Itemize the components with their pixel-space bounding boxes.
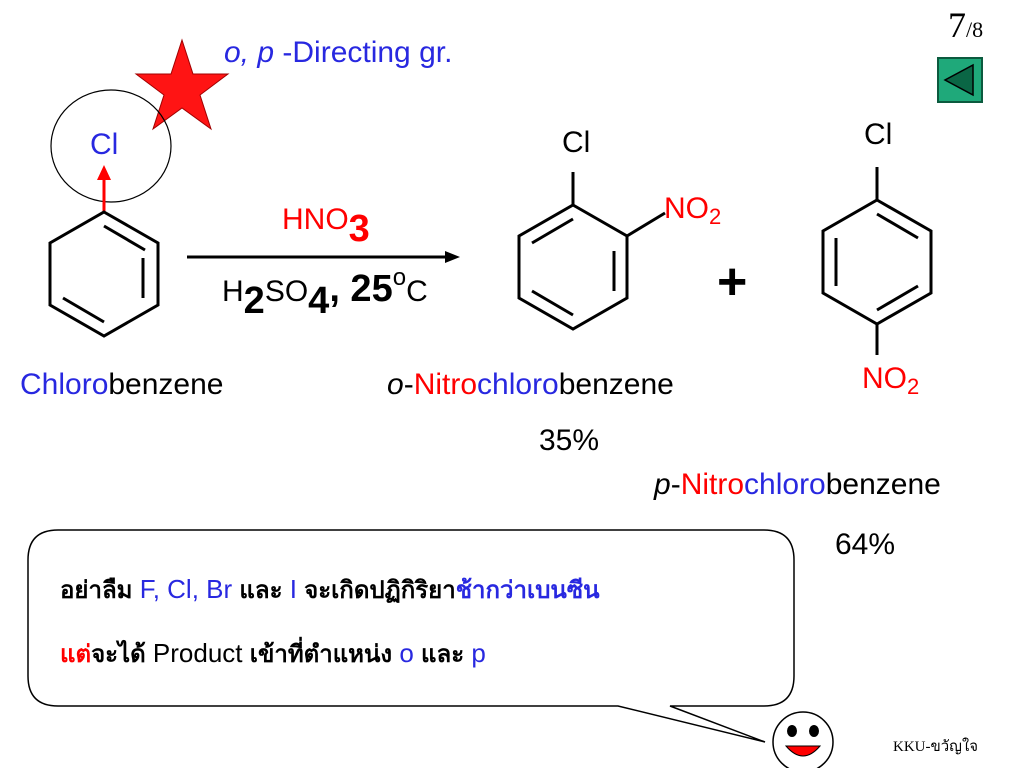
red-star-icon: [134, 38, 230, 131]
para-chloro: chloro: [744, 468, 826, 501]
reagent-hno3: HNO3: [282, 196, 370, 250]
directing-title: o, p -Directing gr.: [224, 36, 452, 70]
note-will-get: จะได้: [91, 639, 146, 668]
reactant-cl-label: Cl: [90, 128, 119, 161]
ortho-no: NO: [664, 192, 709, 225]
reagent-h-sub: 2: [243, 280, 265, 322]
ortho-dash: -: [403, 368, 414, 401]
note-halogens: F, Cl, Br: [132, 574, 240, 604]
ortho-yield: 35%: [539, 424, 600, 457]
smiley-face-icon: [772, 711, 834, 768]
para-prefix: p: [654, 468, 671, 501]
para-product-name: p-Nitrochlorobenzene: [654, 468, 941, 502]
para-benzene: benzene: [825, 468, 941, 501]
back-arrow-icon: [943, 63, 974, 97]
reactant-benzene-ring: [48, 210, 160, 338]
slide-current: 7: [948, 5, 966, 45]
note-slower: ช้ากว่าเบนซีน: [455, 575, 600, 604]
note-react: จะเกิดปฏิกิริยา: [304, 575, 456, 604]
reagent-hno-sub: 3: [348, 208, 370, 250]
ortho-product-name: o-Nitrochlorobenzene: [387, 368, 674, 402]
ortho-benzene: benzene: [558, 368, 674, 401]
note-position: เข้าที่ตำแหน่ง: [249, 639, 393, 668]
note-and-2: และ: [421, 639, 465, 668]
ortho-no2-label: NO2: [664, 192, 722, 229]
note-iodine: I: [282, 574, 305, 604]
para-no-sub: 2: [907, 374, 920, 399]
ortho-prefix: o: [387, 368, 404, 401]
note-and-1: และ: [239, 575, 283, 604]
note-line-1: อย่าลืม F, Cl, Br และ I จะเกิดปฏิกิริยาช…: [60, 560, 600, 619]
bond-arrow-icon: [97, 165, 111, 212]
reactant-name-chloro: Chloro: [20, 368, 109, 401]
reagent-comma: ,: [329, 268, 340, 310]
directing-prefix: o, p: [224, 36, 275, 69]
reagent-degree: o: [392, 264, 407, 291]
para-benzene-ring: [821, 167, 933, 355]
slide-number: 7/8: [948, 4, 983, 46]
reagent-unit: C: [406, 275, 428, 308]
ortho-benzene-ring: [517, 172, 666, 331]
reagent-h: H: [222, 275, 244, 308]
ortho-nitro: Nitro: [413, 368, 478, 401]
para-no: NO: [862, 362, 907, 395]
back-button[interactable]: [937, 57, 983, 103]
para-no2-label: NO2: [862, 362, 920, 399]
ortho-no-sub: 2: [709, 204, 722, 229]
para-cl-label: Cl: [864, 118, 893, 151]
reagent-so-sub: 4: [308, 280, 330, 322]
note-product: Product: [145, 638, 250, 668]
highlight-circle: [50, 89, 172, 203]
note-dont-forget: อย่าลืม: [60, 575, 133, 604]
note-o: o: [392, 638, 422, 668]
reactant-name-benzene: benzene: [108, 368, 224, 401]
plus-sign: +: [717, 253, 748, 311]
slide-total: /8: [966, 17, 984, 42]
ortho-cl-label: Cl: [562, 126, 591, 159]
reagent-so: SO: [264, 275, 309, 308]
reagent-hno: HNO: [282, 203, 349, 236]
para-nitro: Nitro: [680, 468, 745, 501]
footer-credit: KKU-ขวัญใจ: [893, 739, 979, 755]
note-p: p: [464, 638, 486, 668]
reaction-arrow: [187, 251, 460, 263]
para-dash: -: [670, 468, 681, 501]
para-yield: 64%: [835, 528, 896, 561]
note-but: แต่: [60, 639, 92, 668]
reagent-temp: 25: [339, 268, 393, 310]
ortho-chloro: chloro: [477, 368, 559, 401]
directing-text: -Directing gr.: [274, 36, 453, 69]
reactant-name: Chlorobenzene: [20, 368, 223, 402]
reagent-h2so4: H2SO4, 25oC: [222, 264, 428, 322]
speech-bubble: [27, 529, 795, 743]
note-line-2: แต่จะได้ Product เข้าที่ตำแหน่ง o และ p: [60, 624, 486, 683]
